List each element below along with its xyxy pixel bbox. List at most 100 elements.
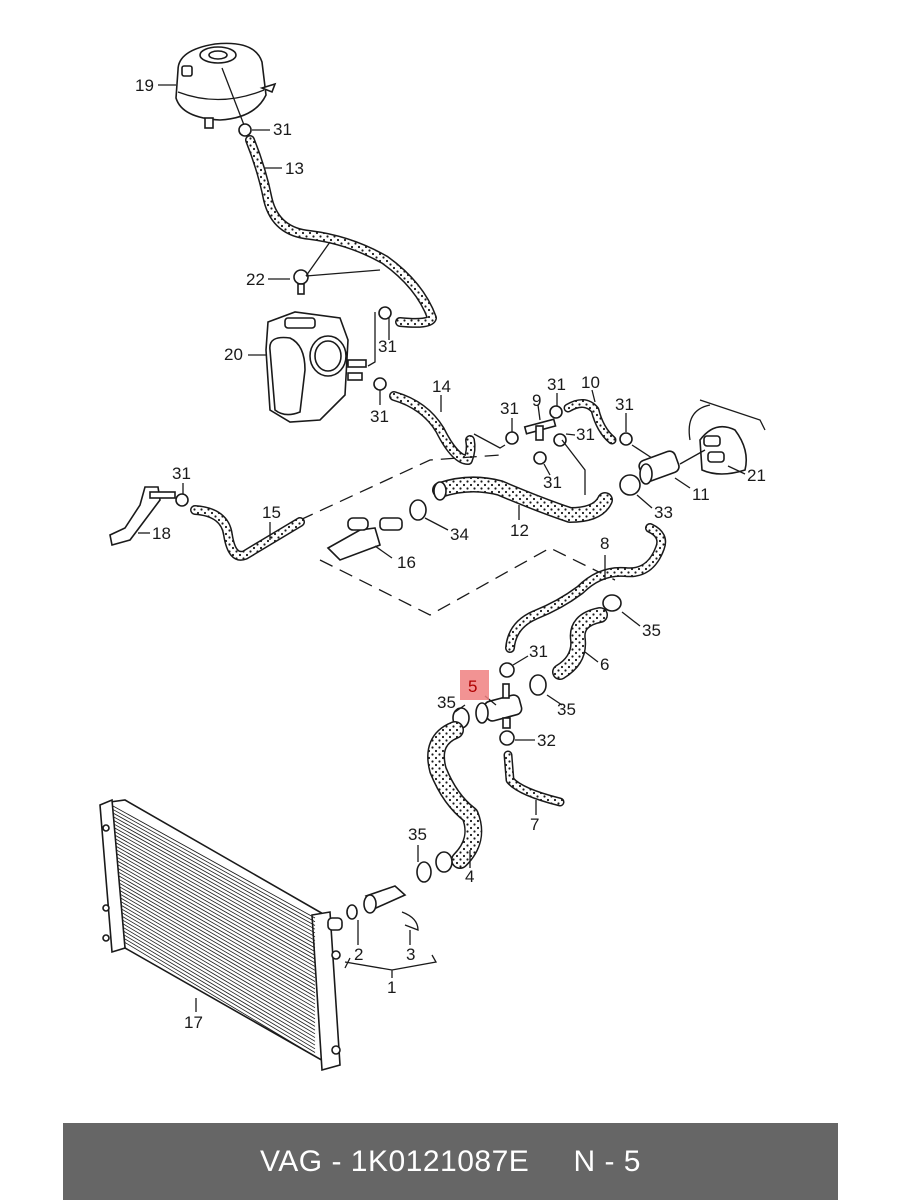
radiator-fin xyxy=(112,805,316,919)
callout-32: 32 xyxy=(537,731,556,750)
callout-1: 1 xyxy=(387,978,396,997)
callout-6: 6 xyxy=(600,655,609,674)
callout-17: 17 xyxy=(184,1013,203,1032)
callout-22: 22 xyxy=(246,270,265,289)
callout-35: 35 xyxy=(642,621,661,640)
hose-13 xyxy=(245,135,437,328)
callout-31: 31 xyxy=(172,464,191,483)
callout-2: 2 xyxy=(354,945,363,964)
radiator-fin xyxy=(120,890,316,1005)
radiator-fin xyxy=(121,912,316,1027)
callout-21: 21 xyxy=(747,466,766,485)
hose-8 xyxy=(505,523,667,653)
callout-31: 31 xyxy=(370,407,389,426)
callout-34: 34 xyxy=(450,525,469,544)
callout-9: 9 xyxy=(532,391,541,410)
radiator-fin xyxy=(114,827,316,941)
radiator-fin xyxy=(116,853,316,967)
callout-35: 35 xyxy=(557,700,576,719)
connector-16 xyxy=(326,517,403,561)
radiator-fin xyxy=(122,916,316,1031)
callout-7: 7 xyxy=(530,815,539,834)
callout-35: 35 xyxy=(437,693,456,712)
radiator-fin xyxy=(117,864,316,979)
radiator-fin xyxy=(119,883,316,997)
callout-14: 14 xyxy=(432,377,451,396)
radiator-fins xyxy=(112,805,316,1057)
callout-labels: 19 31 13 22 20 31 31 14 31 9 31 10 31 31… xyxy=(135,76,766,1032)
bracket-18 xyxy=(109,486,176,547)
hose-6 xyxy=(529,594,622,696)
radiator-fin xyxy=(118,871,316,986)
callout-19: 19 xyxy=(135,76,154,95)
radiator-fin xyxy=(121,901,316,1016)
radiator-fin xyxy=(123,927,316,1042)
radiator-fin xyxy=(117,857,316,971)
dashed-group-outline xyxy=(299,454,616,616)
radiator-fin xyxy=(114,824,316,938)
radiator xyxy=(99,798,343,1072)
radiator-fin xyxy=(113,813,316,926)
callout-4: 4 xyxy=(465,867,474,886)
callout-11: 11 xyxy=(692,485,710,504)
part-info-footer: VAG - 1K0121087E N - 5 xyxy=(63,1123,838,1200)
hose-15 xyxy=(190,505,305,561)
radiator-fin xyxy=(119,886,316,1001)
radiator-fin xyxy=(124,938,316,1053)
radiator-fin xyxy=(116,849,316,964)
radiator-fin xyxy=(121,908,316,1023)
callout-12: 12 xyxy=(510,521,529,540)
highlight-box-part-5 xyxy=(460,670,489,700)
callout-16: 16 xyxy=(397,553,416,572)
expansion-tank xyxy=(175,42,277,129)
callout-15: 15 xyxy=(262,503,281,522)
leader-lines xyxy=(138,84,746,1012)
callout-20: 20 xyxy=(224,345,243,364)
callout-35: 35 xyxy=(408,825,427,844)
callout-10: 10 xyxy=(581,373,600,392)
radiator-fin xyxy=(118,868,316,982)
callout-5: 5 xyxy=(468,677,477,696)
clamps-31 xyxy=(175,123,633,746)
parts-diagram: 19 31 13 22 20 31 31 14 31 9 31 10 31 31… xyxy=(99,42,766,1072)
t-piece-9 xyxy=(523,418,557,441)
hose-12 xyxy=(432,439,641,523)
callout-13: 13 xyxy=(285,159,304,178)
hose-4 xyxy=(427,721,483,873)
callout-31: 31 xyxy=(543,473,562,492)
callout-31: 31 xyxy=(529,642,548,661)
callout-31: 31 xyxy=(547,375,566,394)
fitting-assembly-1 xyxy=(344,885,438,978)
radiator-fin xyxy=(120,894,316,1009)
throttle-body xyxy=(265,311,376,423)
radiator-fin xyxy=(123,930,316,1046)
callout-31: 31 xyxy=(615,395,634,414)
callout-31: 31 xyxy=(576,425,595,444)
radiator-fin xyxy=(113,816,316,930)
radiator-fin xyxy=(120,897,316,1012)
callout-18: 18 xyxy=(152,524,171,543)
callout-31: 31 xyxy=(378,337,397,356)
hose-14 xyxy=(389,391,506,465)
radiator-fin xyxy=(115,838,316,952)
radiator-fin xyxy=(114,820,316,934)
callout-31: 31 xyxy=(273,120,292,139)
radiator-fin xyxy=(113,809,316,923)
hose-7 xyxy=(503,750,565,807)
radiator-fin xyxy=(122,919,316,1035)
clamp-35-lower xyxy=(416,861,432,883)
radiator-fin xyxy=(122,923,316,1038)
radiator-fin xyxy=(119,879,316,994)
radiator-fin xyxy=(121,905,316,1020)
coolant-flange-11 xyxy=(638,450,680,485)
radiator-fin xyxy=(115,831,316,945)
radiator-fin xyxy=(115,842,316,956)
radiator-fin xyxy=(115,835,316,949)
radiator-fin xyxy=(123,934,316,1050)
clip-22 xyxy=(293,241,381,295)
clamp-34 xyxy=(409,499,427,521)
radiator-fin xyxy=(118,875,316,990)
callout-8: 8 xyxy=(600,534,609,553)
radiator-fin xyxy=(117,860,316,975)
callout-3: 3 xyxy=(406,945,415,964)
